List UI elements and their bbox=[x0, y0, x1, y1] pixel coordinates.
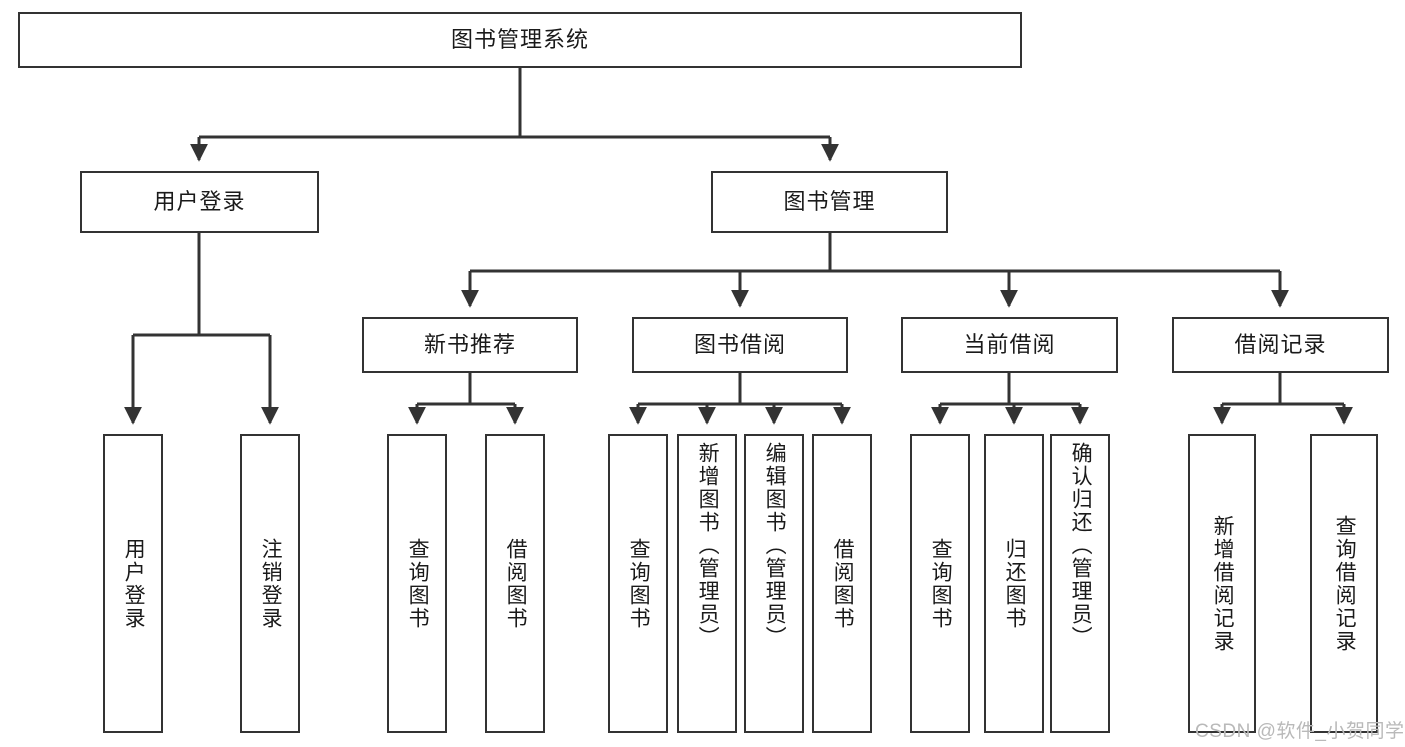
node-leaf-query-book-recommend-label: 查询图书 bbox=[406, 537, 430, 630]
node-leaf-query-borrow-record[interactable]: 查询借阅记录 bbox=[1310, 434, 1378, 733]
node-leaf-return-book-label: 归还图书 bbox=[1003, 537, 1027, 630]
node-leaf-logout-label: 注销登录 bbox=[259, 537, 283, 630]
node-leaf-query-book-label: 查询图书 bbox=[627, 537, 651, 630]
node-leaf-borrow-book[interactable]: 借阅图书 bbox=[812, 434, 872, 733]
node-leaf-borrow-book-recommend[interactable]: 借阅图书 bbox=[485, 434, 545, 733]
node-leaf-add-book-admin[interactable]: 新增图书（管理员） bbox=[677, 434, 737, 733]
node-leaf-query-book-current[interactable]: 查询图书 bbox=[910, 434, 970, 733]
node-book-management[interactable]: 图书管理 bbox=[711, 171, 948, 233]
node-current-borrow[interactable]: 当前借阅 bbox=[901, 317, 1118, 373]
node-current-borrow-label: 当前借阅 bbox=[963, 332, 1056, 358]
node-leaf-confirm-return-admin-label: 确认归还（管理员） bbox=[1069, 442, 1093, 649]
node-borrow-record[interactable]: 借阅记录 bbox=[1172, 317, 1389, 373]
node-leaf-query-book-current-label: 查询图书 bbox=[929, 537, 953, 630]
node-leaf-add-book-admin-label: 新增图书（管理员） bbox=[696, 442, 720, 649]
node-borrow-record-label: 借阅记录 bbox=[1234, 332, 1327, 358]
node-book-borrow-label: 图书借阅 bbox=[693, 332, 786, 358]
node-leaf-logout[interactable]: 注销登录 bbox=[240, 434, 300, 733]
node-leaf-edit-book-admin[interactable]: 编辑图书（管理员） bbox=[744, 434, 804, 733]
csdn-watermark: CSDN @软件_小贺同学 bbox=[1195, 721, 1405, 742]
node-root-label: 图书管理系统 bbox=[450, 27, 589, 53]
node-leaf-query-borrow-record-label: 查询借阅记录 bbox=[1333, 514, 1357, 653]
node-book-management-label: 图书管理 bbox=[783, 189, 876, 215]
node-leaf-borrow-book-recommend-label: 借阅图书 bbox=[504, 537, 528, 630]
node-leaf-edit-book-admin-label: 编辑图书（管理员） bbox=[763, 442, 787, 649]
node-new-book-recommend-label: 新书推荐 bbox=[423, 332, 516, 358]
node-user-login-label: 用户登录 bbox=[153, 189, 246, 215]
node-leaf-add-borrow-record[interactable]: 新增借阅记录 bbox=[1188, 434, 1256, 733]
node-leaf-add-borrow-record-label: 新增借阅记录 bbox=[1211, 514, 1235, 653]
node-leaf-user-login-label: 用户登录 bbox=[122, 537, 146, 630]
node-leaf-confirm-return-admin[interactable]: 确认归还（管理员） bbox=[1050, 434, 1110, 733]
node-leaf-query-book-recommend[interactable]: 查询图书 bbox=[387, 434, 447, 733]
node-user-login[interactable]: 用户登录 bbox=[80, 171, 319, 233]
node-leaf-query-book[interactable]: 查询图书 bbox=[608, 434, 668, 733]
node-book-borrow[interactable]: 图书借阅 bbox=[632, 317, 848, 373]
node-new-book-recommend[interactable]: 新书推荐 bbox=[362, 317, 578, 373]
node-leaf-borrow-book-label: 借阅图书 bbox=[831, 537, 855, 630]
node-root-system[interactable]: 图书管理系统 bbox=[18, 12, 1022, 68]
node-leaf-return-book[interactable]: 归还图书 bbox=[984, 434, 1044, 733]
node-leaf-user-login[interactable]: 用户登录 bbox=[103, 434, 163, 733]
